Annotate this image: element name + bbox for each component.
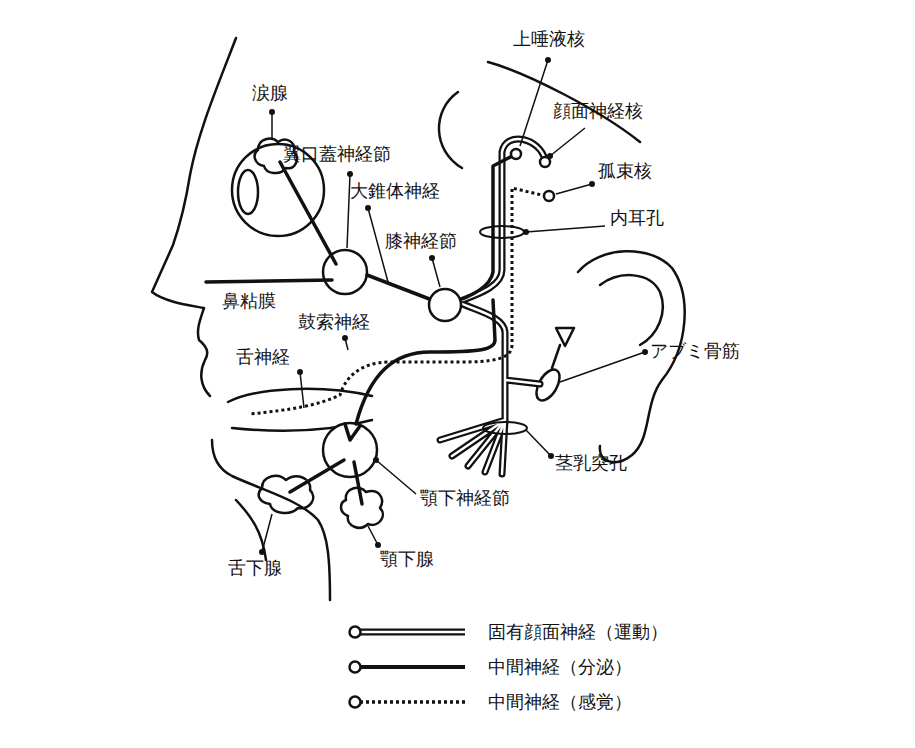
part-label: 孤束核 xyxy=(598,160,652,182)
part-label: 顎下神経節 xyxy=(420,487,510,509)
sensory-nerve xyxy=(250,188,546,414)
leader-dot xyxy=(548,453,554,459)
stylomastoid-foramen xyxy=(483,422,527,434)
chorda-secretory xyxy=(356,300,495,424)
leader-dot xyxy=(642,349,648,355)
ganglion-branches xyxy=(290,424,362,504)
leader-dot xyxy=(365,205,371,211)
stapes xyxy=(556,328,574,346)
legend-sample xyxy=(350,662,466,673)
submandibular-gland xyxy=(341,488,383,528)
legend-text: 中間神経（感覚） xyxy=(488,691,632,713)
eyeball xyxy=(238,170,258,214)
leader-line xyxy=(262,60,645,552)
internal-acoustic-meatus xyxy=(480,226,524,238)
leader-dot xyxy=(347,171,353,177)
legend-sample xyxy=(350,627,466,638)
leader-dot xyxy=(547,153,553,159)
leader-dot xyxy=(589,181,595,187)
part-label: アブミ骨筋 xyxy=(650,340,740,362)
solitary-nucleus xyxy=(544,191,554,201)
legend-dot xyxy=(350,697,361,708)
stapes-tendon xyxy=(552,345,560,368)
part-label: 鼻粘膜 xyxy=(222,290,276,312)
brain-outline xyxy=(439,92,462,168)
leader-dot xyxy=(259,549,265,555)
lacrimal-branch xyxy=(280,162,336,264)
part-label: 鼓索神経 xyxy=(298,311,370,333)
legend-sample xyxy=(350,697,466,708)
part-label: 舌下腺 xyxy=(228,557,282,579)
part-label: 顎下腺 xyxy=(380,548,434,570)
leader-dot xyxy=(297,369,303,375)
part-label: 内耳孔 xyxy=(610,207,664,229)
part-label: 上唾液核 xyxy=(513,28,585,50)
leader-dot xyxy=(269,109,275,115)
pterygopalatine-ganglion xyxy=(323,250,367,294)
leader-dot xyxy=(545,57,551,63)
leader-dot xyxy=(375,542,381,548)
legend-text: 中間神経（分泌） xyxy=(488,656,632,678)
legend-dot xyxy=(350,662,361,673)
nasal-branch xyxy=(206,280,332,282)
legend-text: 固有顔面神経（運動） xyxy=(488,621,668,643)
part-label: 膝神経節 xyxy=(385,230,457,252)
geniculate-ganglion xyxy=(429,289,461,321)
part-label: 顔面神経核 xyxy=(553,100,643,122)
legend-line xyxy=(360,629,465,636)
part-label: 茎乳突孔 xyxy=(555,452,627,474)
legend-line xyxy=(360,665,465,669)
superior-salivatory-nucleus xyxy=(511,149,521,159)
part-label: 翼口蓋神経節 xyxy=(283,143,391,165)
legend-line xyxy=(360,631,465,634)
legend-line xyxy=(360,700,465,704)
legend-dot xyxy=(350,627,361,638)
leader-dot xyxy=(429,255,435,261)
part-label: 大錐体神経 xyxy=(350,180,440,202)
ear-inner xyxy=(600,275,663,345)
tongue xyxy=(228,389,372,402)
part-label: 舌神経 xyxy=(236,346,290,368)
leader-dot xyxy=(373,457,379,463)
part-label: 涙腺 xyxy=(252,82,288,104)
neck xyxy=(236,500,266,560)
leader-dot xyxy=(523,229,529,235)
face-profile xyxy=(152,38,236,396)
leader-dot xyxy=(342,335,348,341)
